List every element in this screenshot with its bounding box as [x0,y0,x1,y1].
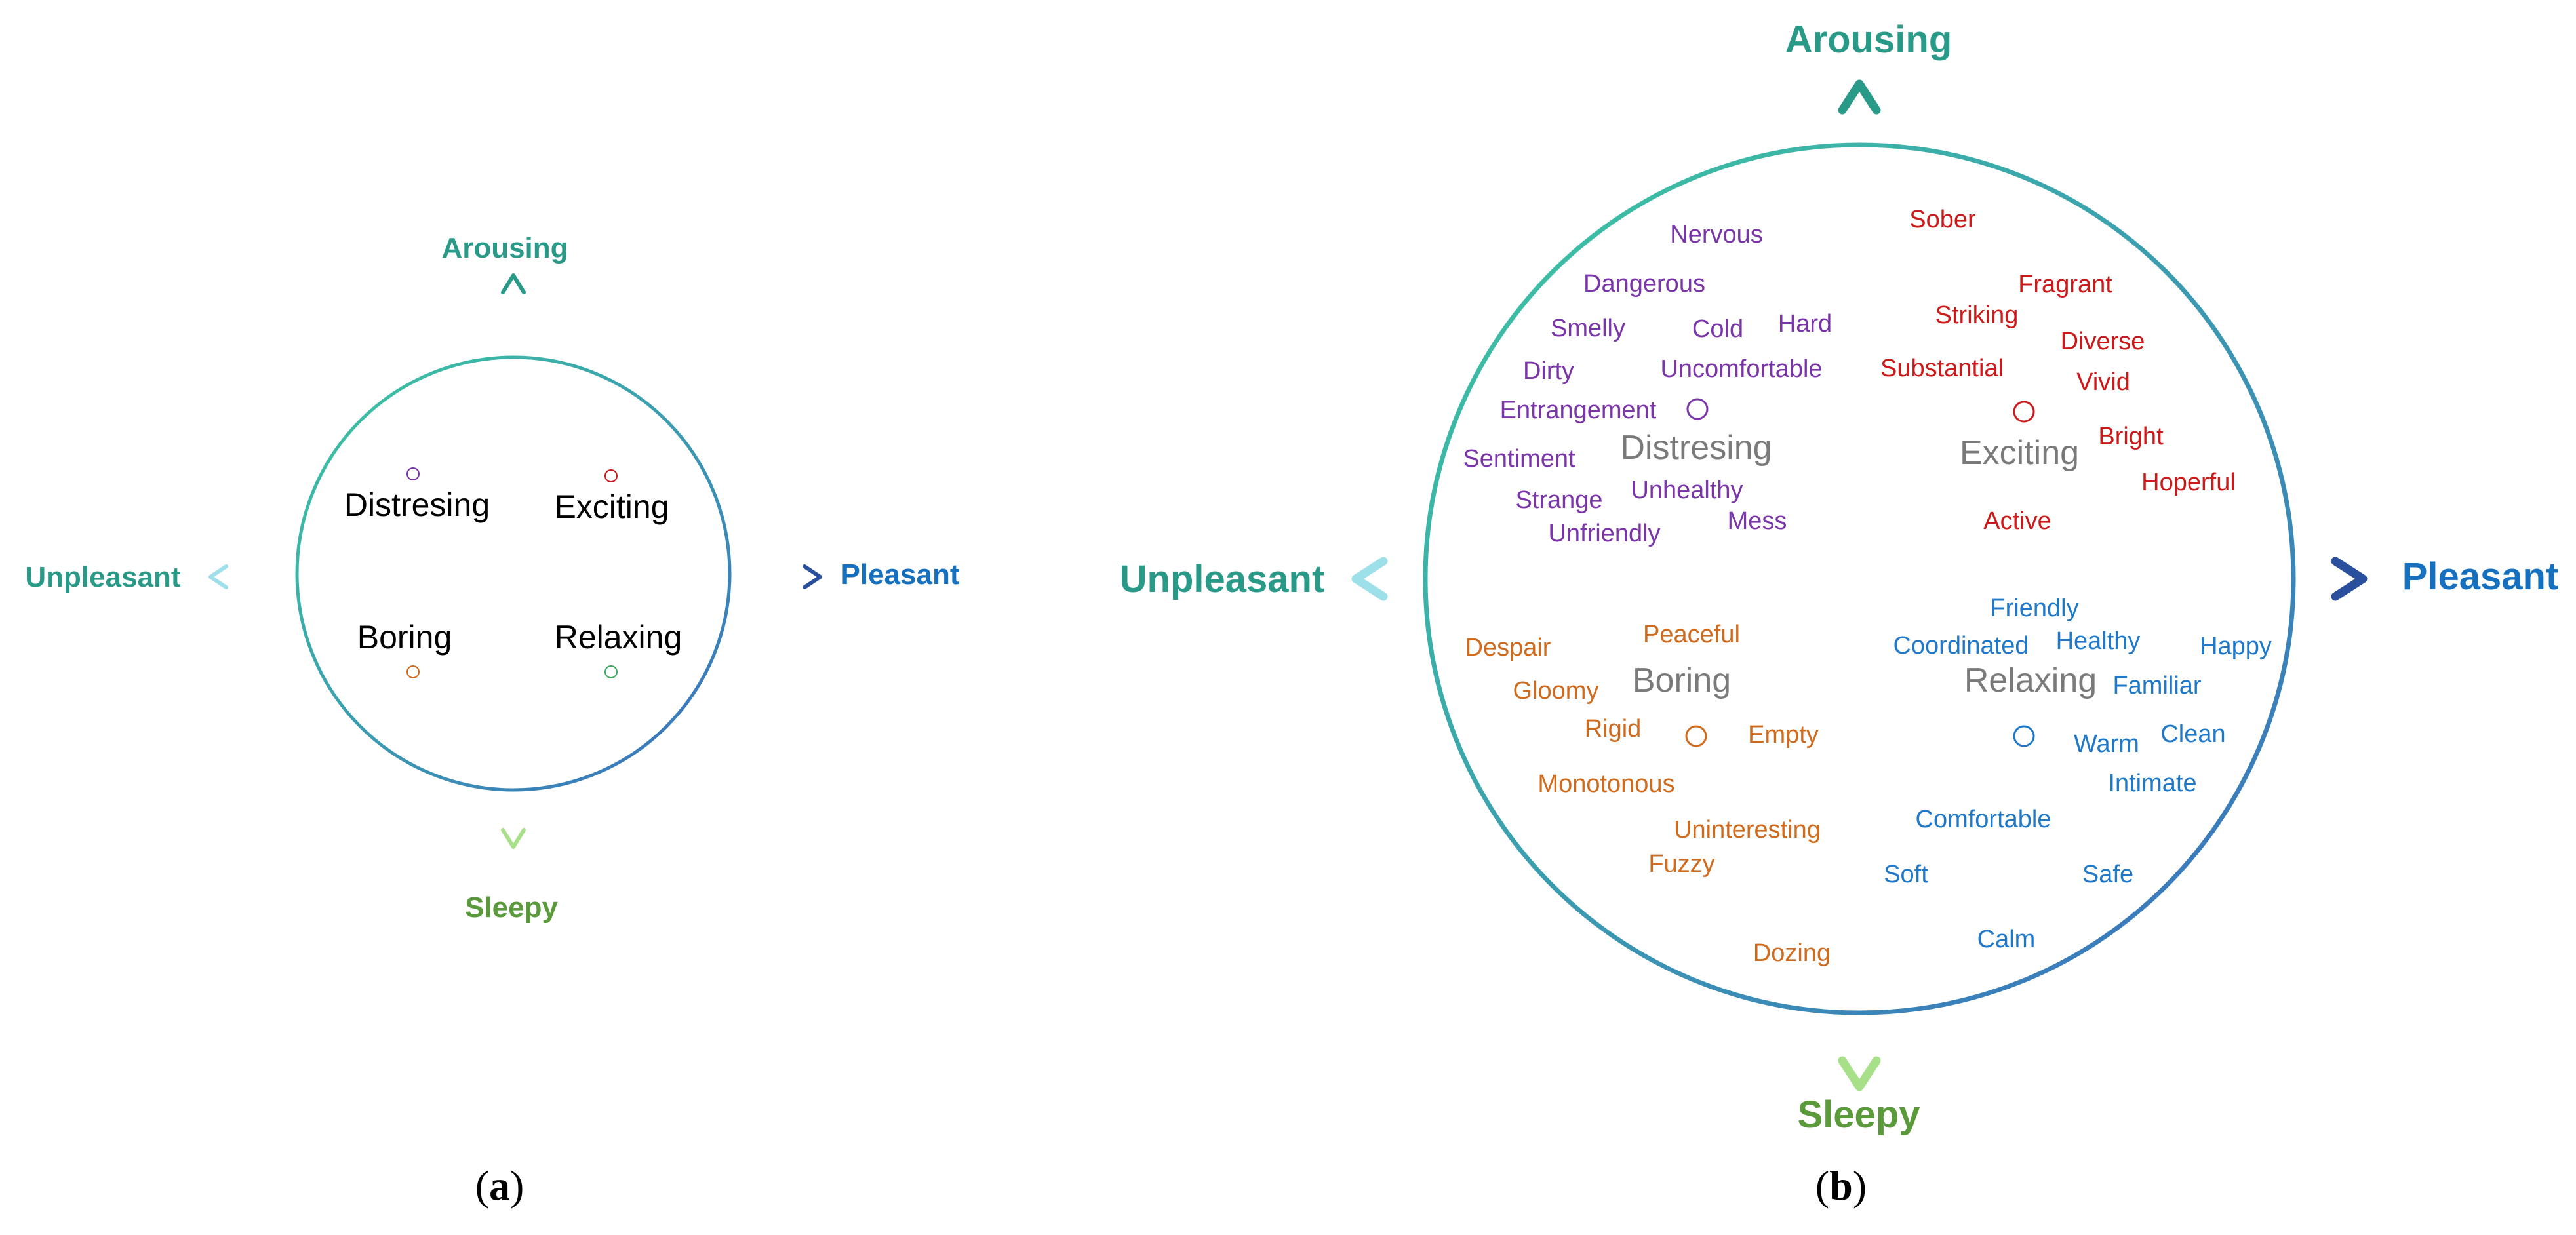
word-calm: Calm [1977,926,2036,953]
panel-a-arrowhead-right [803,564,822,589]
word-entrangement: Entrangement [1500,397,1657,424]
panel-b-axis-left-label: Unpleasant [1120,558,1325,600]
word-sober: Sober [1909,206,1976,233]
word-diverse: Diverse [2061,328,2145,355]
word-substantial: Substantial [1880,355,2004,382]
panel-b-marker-relaxing [2013,725,2035,747]
panel-a: Arousing Sleepy Unpleasant Pleasant Dist… [25,232,959,1209]
panel-a-arrowhead-left [208,564,228,589]
panel-a-quadrant-bottom-left: Boring [357,619,452,656]
word-friendly: Friendly [1990,595,2078,622]
panel-a-quadrant-top-right: Exciting [554,488,669,525]
panel-b-axis-right-label: Pleasant [2402,555,2559,598]
word-bright: Bright [2098,423,2164,450]
word-healthy: Healthy [2056,627,2141,655]
panel-b-marker-boring [1685,725,1707,747]
word-fuzzy: Fuzzy [1648,850,1714,878]
panel-b-marker-exciting [2013,401,2035,423]
panel-a-marker-relaxing [604,665,618,678]
word-cold: Cold [1692,315,1743,343]
panel-a-marker-distressing [406,467,420,480]
panel-b-distressing-words: Nervous Dangerous Smelly Cold Hard Dirty… [1463,221,1832,547]
word-mess: Mess [1728,507,1787,535]
panel-a-arrowhead-down [501,828,526,849]
word-clean: Clean [2160,720,2225,748]
word-soft: Soft [1884,861,1928,888]
word-peaceful: Peaceful [1643,621,1740,648]
word-unhealthy: Unhealthy [1631,477,1743,504]
panel-a-axis-right-label: Pleasant [841,559,960,591]
word-strange: Strange [1515,486,1602,514]
word-empty: Empty [1748,721,1819,749]
word-gloomy: Gloomy [1513,677,1599,705]
panel-b-arrowhead-right [2331,557,2368,601]
word-nervous: Nervous [1670,221,1763,248]
panel-b-arrowhead-down [1838,1056,1881,1091]
panel-a-quadrant-top-left: Distresing [344,486,490,523]
panel-b-arrowhead-up [1838,79,1881,115]
word-monotonous: Monotonous [1537,770,1674,798]
panel-a-marker-exciting [604,469,618,482]
word-uncomfortable: Uncomfortable [1660,355,1822,383]
word-unfriendly: Unfriendly [1548,520,1660,547]
panel-b-boring-words: Peaceful Despair Gloomy Rigid Empty Mono… [1465,621,1831,967]
panel-a-marker-boring [406,665,420,678]
word-dirty: Dirty [1523,357,1574,385]
word-sentiment: Sentiment [1463,445,1575,473]
word-happy: Happy [2200,633,2272,660]
panel-b-marker-distressing [1686,398,1709,420]
word-coordinated: Coordinated [1893,632,2029,659]
panel-a-quadrant-bottom-right: Relaxing [555,619,683,656]
word-striking: Striking [1935,302,2019,329]
panel-a-caption: (a) [475,1162,525,1209]
word-safe: Safe [2082,861,2133,888]
panel-b-quadrant-top-left: Distresing [1620,429,1772,467]
word-rigid: Rigid [1585,715,1642,743]
panel-b-quadrant-bottom-right: Relaxing [1964,661,2097,699]
word-active: Active [1983,507,2051,535]
word-hoperful: Hoperful [2141,469,2236,496]
panel-b-quadrant-bottom-left: Boring [1633,661,1731,699]
word-vivid: Vivid [2076,368,2130,396]
word-smelly: Smelly [1551,315,1625,342]
panel-b-exciting-words: Sober Fragrant Striking Diverse Substant… [1880,206,2236,535]
panel-a-axis-bottom-label: Sleepy [465,892,558,924]
panel-b: Arousing Sleepy Unpleasant Pleasant Dist… [1120,18,2559,1209]
panel-b-relaxing-words: Friendly Coordinated Healthy Happy Famil… [1884,595,2272,953]
word-warm: Warm [2074,730,2139,758]
panel-b-axis-bottom-label: Sleepy [1798,1093,1920,1136]
word-comfortable: Comfortable [1916,806,2051,833]
word-dozing: Dozing [1753,939,1831,967]
word-dangerous: Dangerous [1583,270,1705,298]
panel-b-axis-top-label: Arousing [1785,18,1952,61]
word-uninteresting: Uninteresting [1674,816,1821,844]
word-fragrant: Fragrant [2018,271,2112,298]
word-despair: Despair [1465,634,1551,661]
panel-a-arrowhead-up [501,273,526,294]
panel-b-caption: (b) [1815,1162,1867,1209]
word-familiar: Familiar [2112,672,2201,699]
panel-a-axis-top-label: Arousing [441,232,568,264]
panel-b-quadrant-top-right: Exciting [1960,434,2079,472]
word-intimate: Intimate [2108,770,2196,797]
word-hard: Hard [1778,310,1832,338]
panel-a-axis-left-label: Unpleasant [25,561,181,593]
panel-b-arrowhead-left [1351,557,1388,601]
